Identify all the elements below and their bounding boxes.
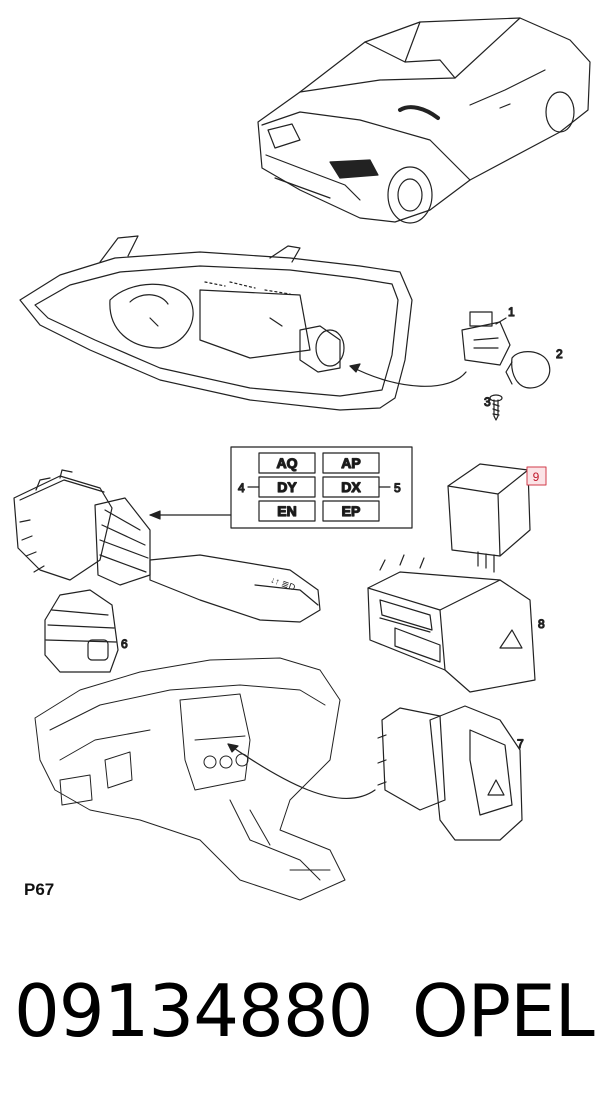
code-en: EN xyxy=(277,503,296,519)
code-aq: AQ xyxy=(277,455,298,471)
bulb-leader-arrow xyxy=(349,365,467,387)
svg-text:↓↑ ≣D: ↓↑ ≣D xyxy=(269,574,297,592)
callout-1: 1 xyxy=(508,305,515,319)
callout-9: 9 xyxy=(533,470,540,484)
callout-7: 7 xyxy=(517,737,524,751)
car-illustration xyxy=(257,17,591,224)
code-dx: DX xyxy=(341,479,361,495)
bulb-holder xyxy=(461,311,511,366)
callout-8: 8 xyxy=(538,617,545,631)
callout-3: 3 xyxy=(484,395,491,409)
callout-6: 6 xyxy=(121,637,128,651)
rubber-boot xyxy=(44,589,119,673)
callout-9-highlight xyxy=(526,466,547,486)
callout-4: 4 xyxy=(238,481,245,495)
code-ep: EP xyxy=(342,503,361,519)
dashboard-leader-arrow xyxy=(227,743,376,799)
code-ap: AP xyxy=(341,455,360,471)
figure-label: P67 xyxy=(24,880,55,899)
callout-2: 2 xyxy=(556,347,563,361)
hazard-switch-bezel xyxy=(377,705,523,841)
brand-name: OPEL xyxy=(412,969,595,1053)
part-number: 09134880 xyxy=(14,969,373,1053)
product-caption: 09134880 OPEL xyxy=(14,966,595,1056)
dashboard-illustration xyxy=(34,657,346,901)
hazard-relay xyxy=(447,463,531,573)
bulb xyxy=(505,351,551,389)
code-dy: DY xyxy=(277,479,297,495)
hazard-warning-switch xyxy=(367,554,536,693)
headlamp-assembly xyxy=(19,235,413,411)
screw xyxy=(489,394,503,421)
callout-5: 5 xyxy=(394,481,401,495)
variant-code-table: AQ DY EN AP DX EP xyxy=(230,446,413,529)
indicator-stalk-switch: ↓↑ ≣D xyxy=(13,469,321,623)
